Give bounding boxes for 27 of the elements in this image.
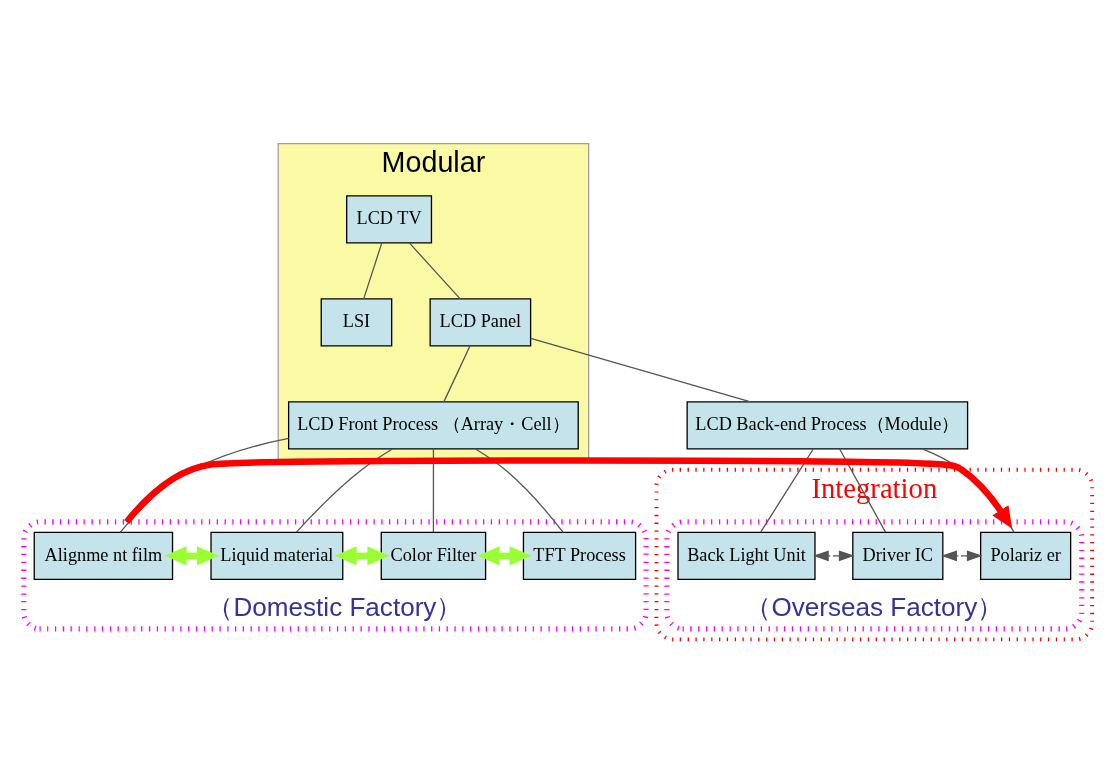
arrow — [813, 550, 855, 562]
arrow — [477, 546, 532, 566]
connector — [408, 242, 461, 300]
node-box: Color Filter — [380, 531, 487, 580]
node-box: TFT Process — [522, 531, 637, 580]
node-box: LCD Back-end Process（Module） — [686, 401, 969, 450]
node-box: LCD TV — [346, 195, 433, 244]
node-box: LCD Front Process （Array・Cell） — [288, 401, 579, 450]
arrow — [334, 546, 390, 566]
node-box: LSI — [320, 298, 393, 347]
connector — [443, 345, 471, 403]
node-box: Alignme nt film — [33, 531, 174, 580]
connector — [432, 448, 435, 533]
node-box: Polariz er — [980, 531, 1072, 580]
connector — [363, 242, 383, 300]
node-box: Back Light Unit — [677, 531, 816, 580]
node-box: Liquid material — [210, 531, 344, 580]
cluster — [21, 519, 649, 632]
connector — [530, 337, 752, 403]
node-label: （Overseas Factory） — [745, 591, 1004, 622]
arrow — [124, 457, 1013, 529]
arrow — [941, 550, 983, 562]
node-box: Driver IC — [852, 531, 944, 580]
arrow — [164, 546, 219, 566]
cluster — [664, 519, 1085, 632]
node-label: （Domestic Factory） — [207, 591, 463, 622]
node-box: LCD Panel — [429, 298, 532, 347]
